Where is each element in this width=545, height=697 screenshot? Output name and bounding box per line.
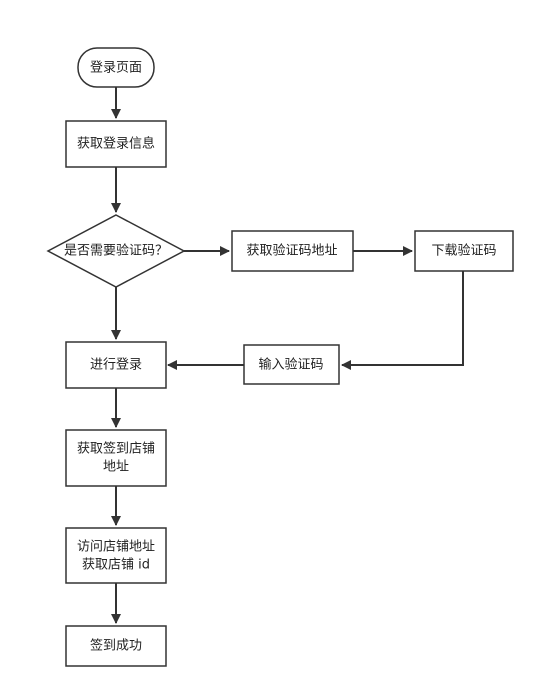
connectors: [111, 87, 464, 624]
node-get-checkin-url-label-line1: 获取签到店铺: [77, 441, 155, 457]
node-checkin-success-label: 签到成功: [90, 638, 142, 654]
node-visit-shop-shape: [65, 527, 167, 584]
node-get-checkin-url-label-line2: 地址: [103, 460, 129, 475]
node-get-captcha-url-shape: [231, 230, 354, 272]
labels: 登录页面 获取登录信息 是否需要验证码？ 获取验证码地址 下载验证码 输入验证码…: [64, 61, 497, 654]
edge-download-to-input-captcha: [341, 271, 464, 370]
node-visit-shop-label-line1: 访问店铺地址: [77, 540, 155, 555]
node-get-login-info-shape: [65, 120, 167, 168]
node-visit-shop-label-line2: 获取店铺 id: [82, 558, 150, 573]
node-checkin-success-shape: [65, 625, 167, 667]
node-get-checkin-url-shape: [65, 429, 167, 487]
node-download-captcha-label: 下载验证码: [431, 243, 496, 259]
node-do-login-shape: [65, 341, 167, 389]
node-do-login-label: 进行登录: [90, 358, 142, 373]
node-login-page-label: 登录页面: [90, 61, 142, 76]
node-input-captcha-label: 输入验证码: [258, 357, 323, 373]
node-get-login-info-label: 获取登录信息: [77, 136, 155, 152]
node-input-captcha-shape: [243, 344, 340, 385]
node-get-captcha-url-label: 获取验证码地址: [246, 243, 337, 259]
node-download-captcha-shape: [414, 230, 514, 272]
nodes: [46, 47, 514, 667]
node-need-captcha-shape: [46, 214, 186, 288]
node-login-page-shape: [77, 47, 155, 88]
node-need-captcha-label: 是否需要验证码？: [64, 243, 168, 259]
